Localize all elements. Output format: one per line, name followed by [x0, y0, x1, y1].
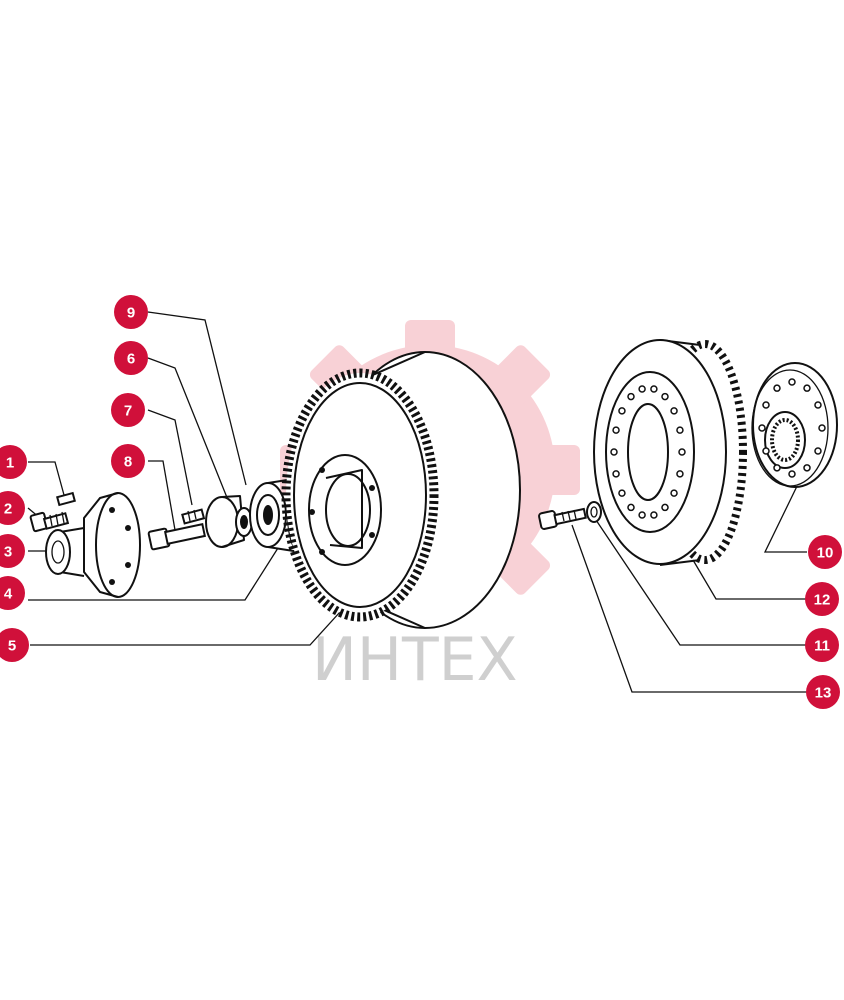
part-5-flywheel — [281, 351, 521, 629]
callout-label: 4 — [4, 586, 13, 603]
bolt-hole — [627, 392, 635, 401]
bolt-hole — [650, 385, 658, 393]
bolt-hole — [618, 489, 626, 497]
bolt-hole — [612, 470, 620, 478]
callout-label: 6 — [127, 351, 135, 368]
bolt-hole — [678, 448, 686, 456]
callout-label: 3 — [4, 544, 12, 561]
bolt-hole — [670, 407, 678, 415]
bolt-hole — [788, 378, 796, 386]
bolt-hole — [676, 426, 684, 434]
bolt-hole — [773, 384, 781, 392]
bolt-hole — [814, 401, 822, 409]
bolt-hole — [661, 392, 669, 401]
leader-lines — [27, 311, 807, 693]
bolt-hole — [762, 401, 770, 409]
bolt-hole — [762, 447, 770, 455]
part-10-splined-hub — [751, 362, 838, 488]
part-1-pin — [56, 491, 76, 507]
callout-5: 5 — [0, 628, 29, 662]
callout-9: 9 — [114, 295, 148, 329]
bolt-hole — [803, 384, 811, 392]
callout-label: 13 — [815, 685, 832, 702]
callout-11: 11 — [805, 628, 839, 662]
callout-label: 12 — [814, 592, 831, 609]
part-13-bolt — [538, 507, 587, 530]
bolt-hole — [818, 424, 826, 432]
bolt-hole — [758, 424, 766, 432]
part-3-flange-hub — [45, 492, 141, 598]
callout-label: 2 — [4, 501, 12, 518]
bolt-hole — [638, 511, 646, 519]
callout-label: 7 — [124, 403, 132, 420]
callout-2: 2 — [0, 491, 25, 525]
bolt-hole — [638, 385, 646, 393]
callout-7: 7 — [111, 393, 145, 427]
bolt-hole — [627, 503, 635, 512]
part-12-clutch-ring — [593, 339, 747, 566]
bolt-hole — [612, 426, 620, 434]
callout-13: 13 — [806, 675, 840, 709]
callout-label: 11 — [814, 638, 830, 655]
callout-8: 8 — [111, 444, 145, 478]
callout-3: 3 — [0, 534, 25, 568]
bolt-hole — [610, 448, 618, 456]
bolt-hole — [661, 503, 669, 512]
callout-4: 4 — [0, 576, 25, 610]
part-6-cap — [205, 495, 253, 548]
bolt-hole — [676, 470, 684, 478]
bolt-hole — [773, 464, 781, 472]
callout-1: 1 — [0, 445, 27, 479]
part-8-long-bolt — [147, 522, 207, 551]
watermark-text: ИНТЕХ — [312, 625, 518, 695]
bolt-hole — [618, 407, 626, 415]
bolt-hole — [814, 447, 822, 455]
callout-label: 5 — [8, 638, 16, 655]
callout-6: 6 — [114, 341, 148, 375]
bolt-hole — [670, 489, 678, 497]
callout-12: 12 — [805, 582, 839, 616]
bolt-hole — [803, 464, 811, 472]
part-11-washer — [586, 501, 602, 523]
part-2-bolt — [29, 511, 70, 533]
callout-label: 10 — [817, 545, 834, 562]
callout-label: 1 — [6, 455, 14, 472]
callout-label: 9 — [127, 305, 135, 322]
callout-10: 10 — [808, 535, 842, 569]
bolt-hole — [650, 511, 658, 519]
part-7-pin — [181, 508, 206, 525]
bolt-hole — [788, 470, 796, 478]
callout-label: 8 — [124, 454, 132, 471]
